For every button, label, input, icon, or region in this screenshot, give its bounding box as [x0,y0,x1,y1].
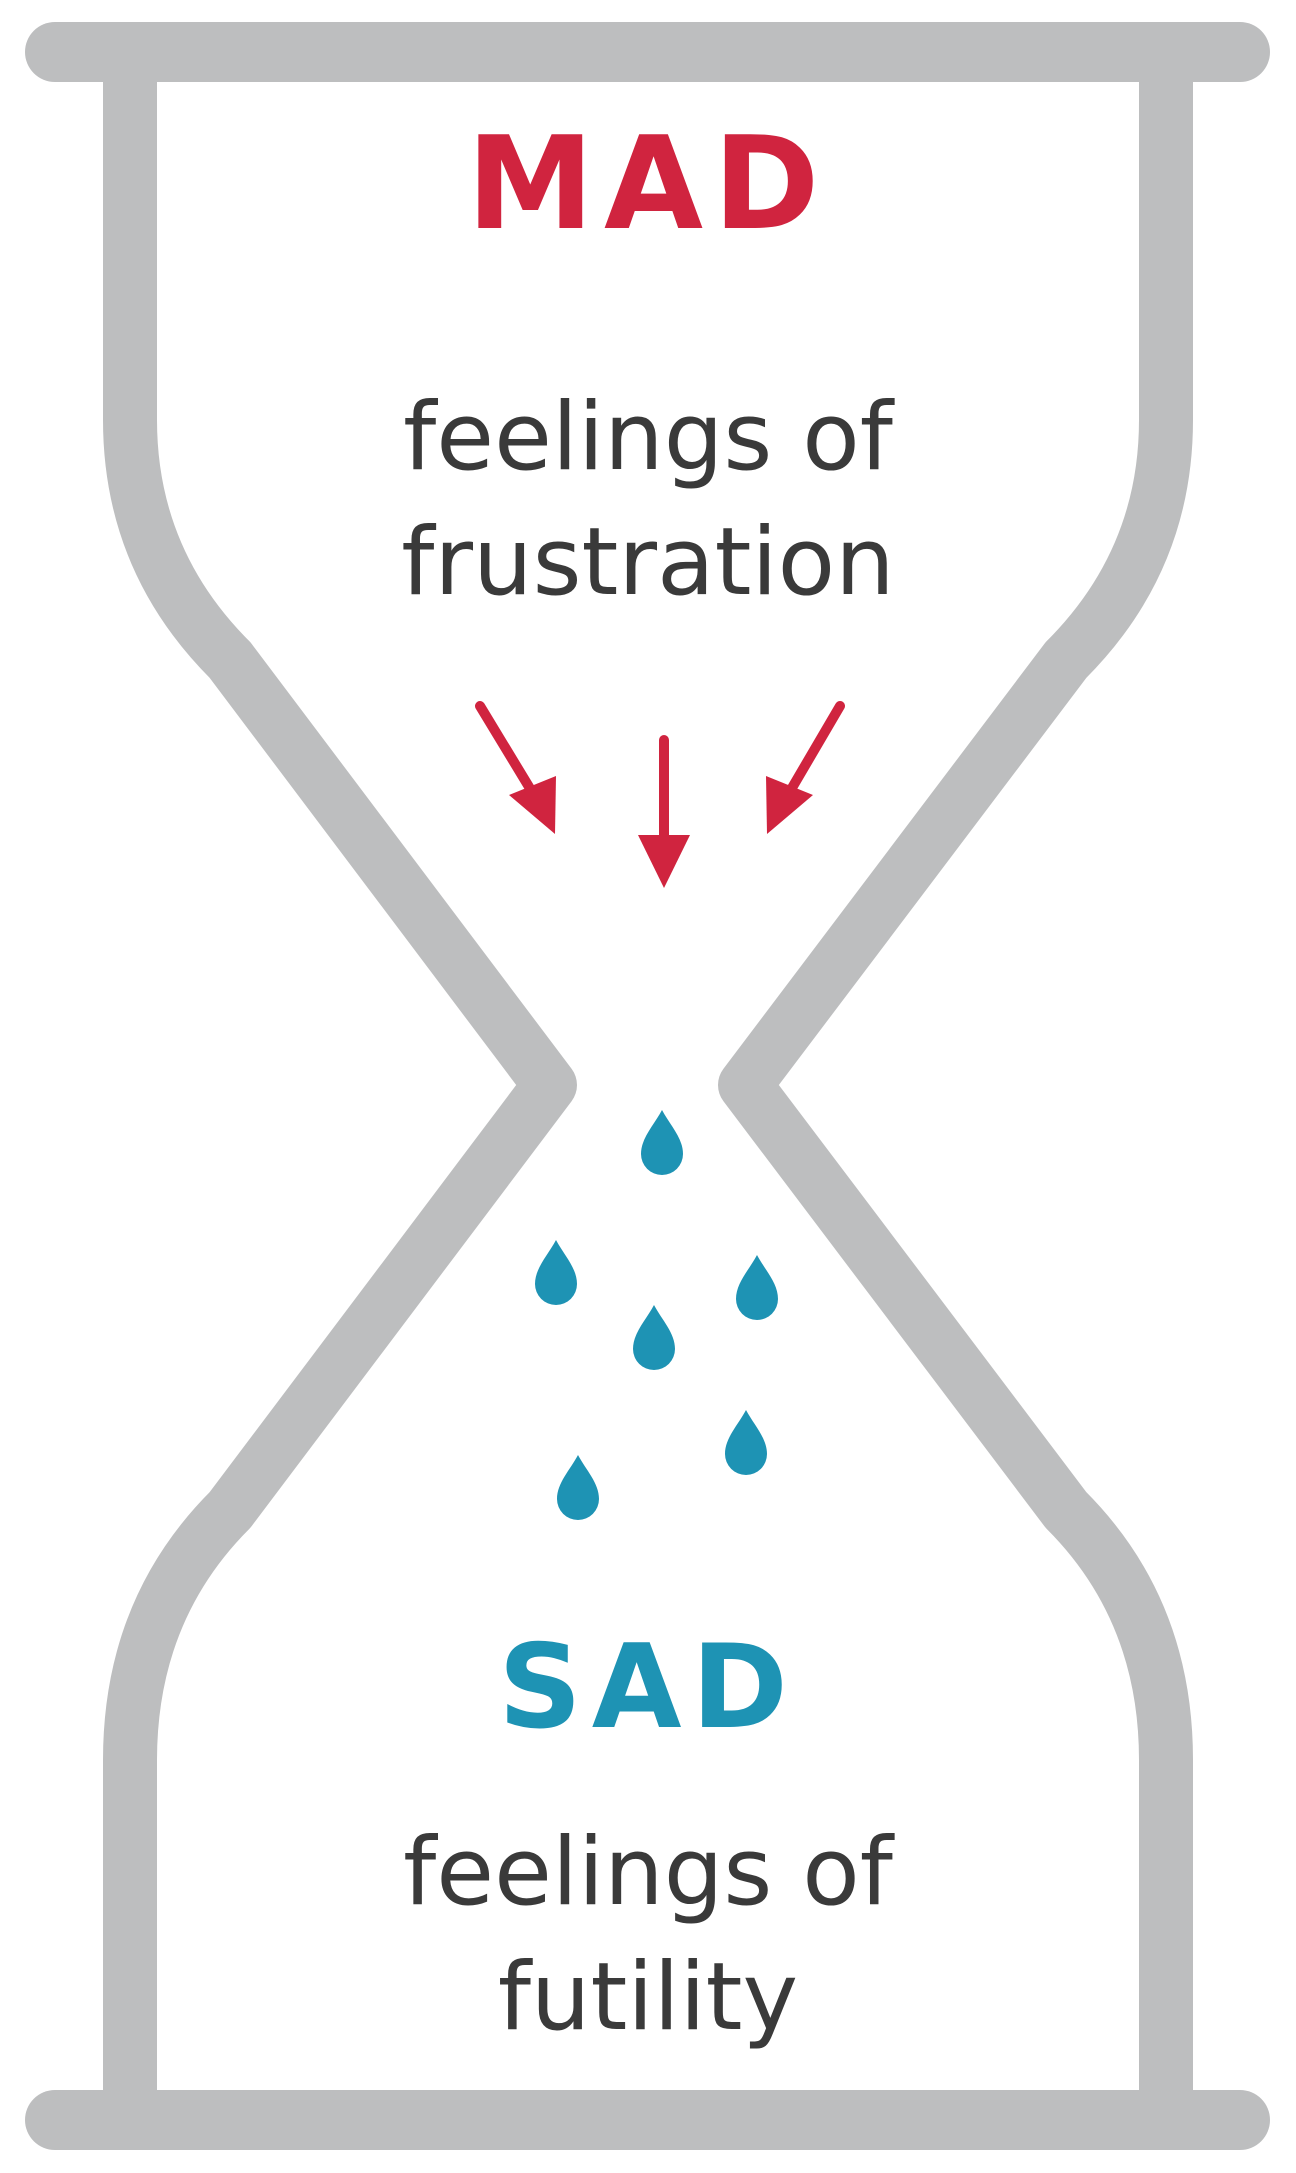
futility-drops [535,1110,778,1520]
sad-caption: feelings of futility [0,1810,1296,2060]
arrow-down-icon [638,740,690,888]
sad-caption-line-1: feelings of [0,1810,1296,1935]
mad-caption: feelings of frustration [0,375,1296,625]
water-drop-icon [725,1410,767,1475]
mad-caption-line-1: feelings of [0,375,1296,500]
mad-title: MAD [0,110,1296,260]
sad-title: SAD [0,1618,1296,1758]
water-drop-icon [633,1305,675,1370]
water-drop-icon [535,1240,577,1305]
frustration-arrows [480,706,840,888]
arrow-down-icon [480,706,556,834]
mad-caption-line-2: frustration [0,500,1296,625]
water-drop-icon [641,1110,683,1175]
water-drop-icon [736,1255,778,1320]
arrow-down-icon [766,706,840,834]
water-drop-icon [557,1455,599,1520]
sad-caption-line-2: futility [0,1935,1296,2060]
